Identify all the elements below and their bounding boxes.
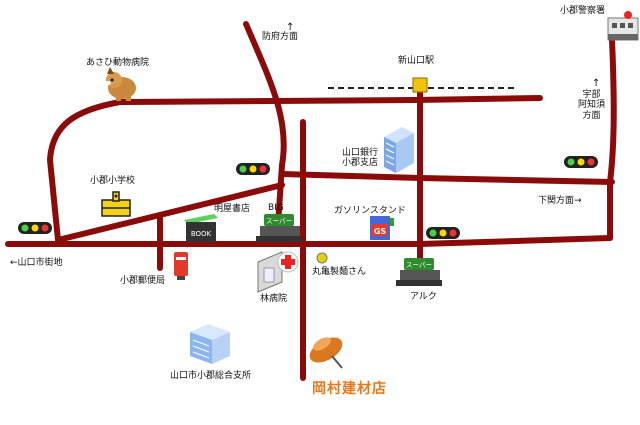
bookstore-icon: BOOK — [184, 214, 218, 242]
marukame-marker — [316, 252, 328, 264]
label-big: BIG — [268, 203, 284, 213]
label-hayashi-hospital: 林病院 — [260, 294, 288, 304]
road-network — [5, 21, 617, 381]
label-shin-yamaguchi-station[interactable]: 新山口駅 — [398, 56, 435, 66]
label-ube-line-3: 方面 — [582, 110, 601, 121]
label-yamaguchi-bank: 山口銀行 小郡支店 — [342, 148, 378, 169]
bookstore-sign: BOOK — [191, 230, 212, 238]
label-ogori-post-office: 小郡郵便局 — [120, 276, 166, 286]
bank-building-icon — [384, 127, 414, 173]
north-arrow-hofu: ↑ — [286, 22, 294, 33]
traffic-light-north — [236, 163, 270, 175]
northern-road — [47, 95, 543, 243]
label-ube-line-2: 阿知須 — [578, 100, 606, 111]
label-meiya-bookstore: 明屋書店 — [214, 204, 251, 214]
hospital-icon — [257, 251, 299, 293]
traffic-light-east — [564, 156, 598, 168]
police-station-icon — [607, 11, 639, 41]
station-marker[interactable] — [412, 77, 428, 93]
label-marukame: 丸亀製麺さん — [312, 267, 367, 277]
gas-station-icon: GS — [370, 216, 394, 240]
hofu-road — [243, 21, 287, 228]
gas-station-sign: GS — [374, 227, 387, 236]
label-yamaguchi-city: ←山口市街地 — [10, 258, 63, 268]
label-aruku: アルク — [410, 292, 437, 302]
dog-icon — [105, 67, 136, 101]
supermarket-big-sign: スーパー — [266, 217, 292, 225]
east-ube-road — [607, 37, 617, 241]
label-gas-station: ガソリンスタンド — [334, 206, 406, 216]
label-hofu-direction: 防府方面 — [262, 32, 299, 42]
label-ube-line-1: 宇部 — [582, 90, 601, 100]
label-shimonoseki-direction: 下関方面→ — [538, 196, 582, 206]
middle-road — [279, 171, 615, 185]
supermarket-aruku-icon: スーパー — [396, 258, 442, 286]
label-bank-line-1: 山口銀行 — [342, 148, 379, 158]
label-asahi-animal-hospital: あさひ動物病院 — [86, 58, 150, 68]
supermarket-aruku-sign: スーパー — [406, 261, 432, 269]
label-ube-direction: 宇部 阿知須 方面 — [578, 90, 605, 121]
label-ogori-police: 小郡警察署 — [560, 6, 606, 16]
supermarket-big-icon: スーパー — [256, 214, 302, 242]
label-ogori-elementary: 小郡小学校 — [90, 176, 136, 186]
traffic-light-station — [426, 227, 460, 239]
main-road-east-west — [5, 235, 613, 247]
post-box-icon — [174, 252, 188, 280]
label-branch-office: 山口市小郡総合支所 — [170, 371, 252, 381]
traffic-light-west — [18, 222, 52, 234]
destination-pin-icon[interactable] — [305, 332, 346, 369]
school-connector — [55, 182, 285, 243]
school-icon — [101, 191, 131, 217]
label-destination[interactable]: 岡村建材店 — [312, 381, 387, 397]
north-arrow-ube: ↑ — [592, 78, 600, 89]
label-bank-line-2: 小郡支店 — [342, 158, 379, 169]
office-building-icon — [190, 324, 230, 364]
